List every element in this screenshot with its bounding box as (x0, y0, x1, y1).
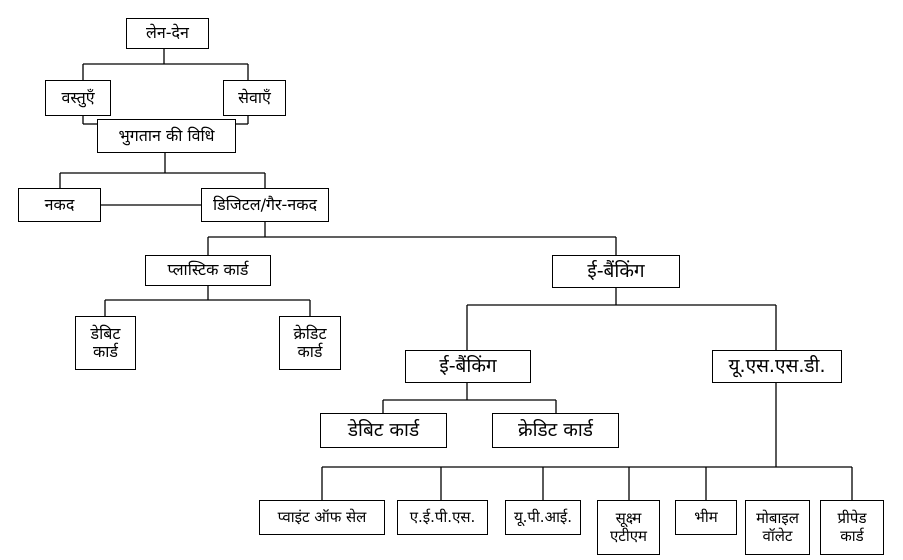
node-aeps: ए.ई.पी.एस. (397, 500, 488, 535)
node-sevaen: सेवाएँ (223, 80, 286, 116)
node-debit-card-mid: डेबिट कार्ड (320, 413, 447, 448)
node-digital: डिजिटल/गैर-नकद (201, 188, 329, 222)
node-credit-card-mid: क्रेडिट कार्ड (492, 413, 619, 448)
node-ebanking-top: ई-बैंकिंग (552, 255, 680, 288)
node-point-of-sale: प्वाइंट ऑफ सेल (259, 500, 385, 535)
node-plastic-card: प्लास्टिक कार्ड (145, 255, 271, 286)
node-bhugtan-ki-vidhi: भुगतान की विधि (97, 119, 236, 153)
node-nakad: नकद (18, 188, 101, 222)
node-prepaid-card: प्रीपेड कार्ड (820, 500, 884, 555)
node-len-den: लेन-देन (126, 18, 209, 49)
node-ebanking-mid: ई-बैंकिंग (405, 350, 531, 383)
node-micro-atm: सूक्ष्म एटीएम (597, 500, 660, 555)
node-credit-card-left: क्रेडिट कार्ड (279, 316, 341, 370)
node-vastuen: वस्तुएँ (45, 80, 111, 116)
node-upi: यू.पी.आई. (505, 500, 581, 535)
node-mobile-wallet: मोबाइल वॉलेट (745, 500, 810, 555)
node-bhim: भीम (675, 500, 737, 535)
node-debit-card-left: डेबिट कार्ड (75, 316, 136, 370)
node-ussd: यू.एस.एस.डी. (712, 350, 842, 383)
